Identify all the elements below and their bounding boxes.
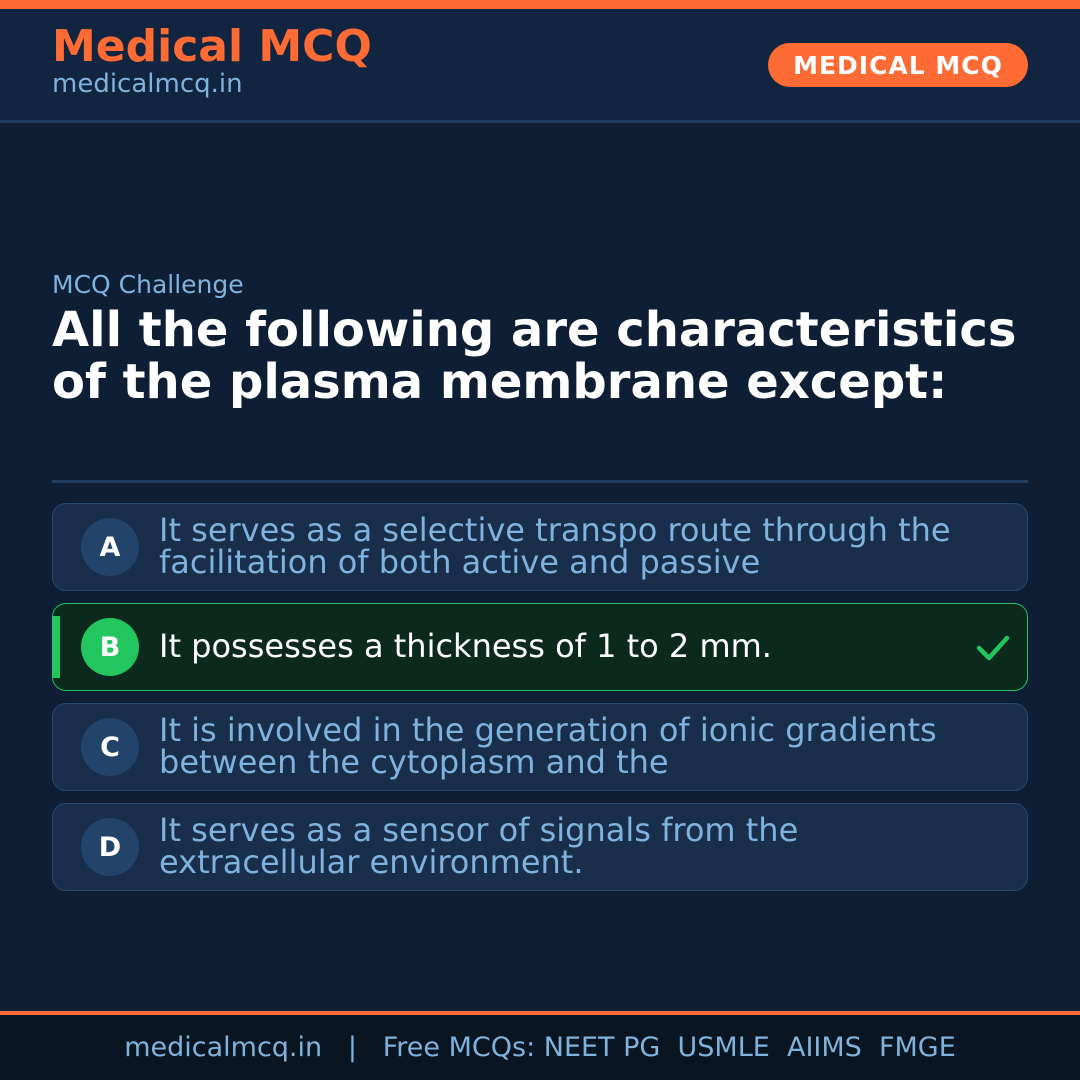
divider — [52, 480, 1028, 483]
question-kicker: MCQ Challenge — [52, 270, 244, 299]
header: Medical MCQ medicalmcq.in MEDICAL MCQ — [0, 9, 1080, 123]
footer-text: medicalmcq.in | Free MCQs: NEET PG USMLE… — [124, 1032, 956, 1063]
option-text: It serves as a selective transpo route t… — [159, 514, 951, 580]
option-letter-badge: D — [81, 818, 139, 876]
category-badge: MEDICAL MCQ — [768, 43, 1028, 87]
option-c[interactable]: C It is involved in the generation of io… — [52, 703, 1028, 791]
footer: medicalmcq.in | Free MCQs: NEET PG USMLE… — [0, 1015, 1080, 1080]
option-b-correct[interactable]: B It possesses a thickness of 1 to 2 mm. — [52, 603, 1028, 691]
question-text: All the following are characteristics of… — [52, 302, 1017, 410]
correct-accent-bar — [53, 616, 60, 678]
top-accent-bar — [0, 0, 1080, 9]
check-icon — [976, 635, 1010, 661]
option-letter-badge: A — [81, 518, 139, 576]
option-a[interactable]: A It serves as a selective transpo route… — [52, 503, 1028, 591]
brand-url[interactable]: medicalmcq.in — [52, 69, 243, 99]
option-d[interactable]: D It serves as a sensor of signals from … — [52, 803, 1028, 891]
option-letter-badge: B — [81, 618, 139, 676]
option-letter-badge: C — [81, 718, 139, 776]
option-text: It serves as a sensor of signals from th… — [159, 814, 799, 880]
brand-title: Medical MCQ — [52, 21, 372, 72]
option-text: It is involved in the generation of ioni… — [159, 714, 937, 780]
option-text: It possesses a thickness of 1 to 2 mm. — [159, 630, 772, 665]
footer-accent-line — [0, 1011, 1080, 1015]
